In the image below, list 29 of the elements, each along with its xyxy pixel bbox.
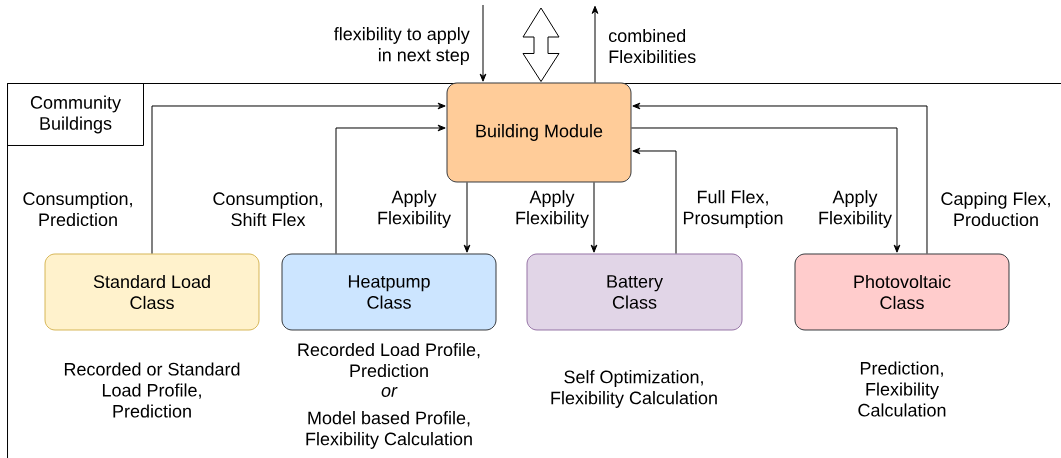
edge-label: Consumption, Shift Flex xyxy=(213,191,322,227)
edge-label: Apply Flexibility xyxy=(516,190,589,228)
arrow xyxy=(590,182,598,253)
arrow xyxy=(335,124,446,254)
class-box: Heatpump Class xyxy=(281,253,497,331)
edge-label: Apply Flexibility xyxy=(378,190,451,228)
arrow xyxy=(151,102,446,254)
edge-label: flexibility to apply in next step xyxy=(334,27,470,65)
arrow xyxy=(632,102,928,254)
class-box: Photovoltaic Class xyxy=(794,253,1010,331)
annotation-text: Recorded or Standard Load Profile, Prediction xyxy=(64,362,240,418)
edge-label: Consumption, Prediction xyxy=(23,191,132,227)
double-block-arrow xyxy=(522,7,560,82)
annotation-text: Model based Profile, Flexibility Calculation xyxy=(306,411,472,449)
edge-label: Full Flex, Prosumption xyxy=(683,190,783,228)
arrow xyxy=(591,5,599,83)
class-box: Battery Class xyxy=(526,253,743,331)
edge-label: Capping Flex, Production xyxy=(941,191,1050,227)
edge-label: Apply Flexibility xyxy=(819,190,892,228)
annotation-text: Prediction, Flexibility Calculation xyxy=(858,361,946,417)
class-box: Standard Load Class xyxy=(44,253,260,331)
annotation-text: Self Optimization, Flexibility Calculation xyxy=(551,370,717,408)
annotation-text: or xyxy=(381,387,398,397)
arrow xyxy=(632,147,677,254)
arrow xyxy=(631,127,901,253)
arrow xyxy=(479,4,487,82)
edge-label: combined Flexibilities xyxy=(608,28,696,64)
arrow xyxy=(463,182,471,253)
module-box: Building Module xyxy=(446,82,632,183)
